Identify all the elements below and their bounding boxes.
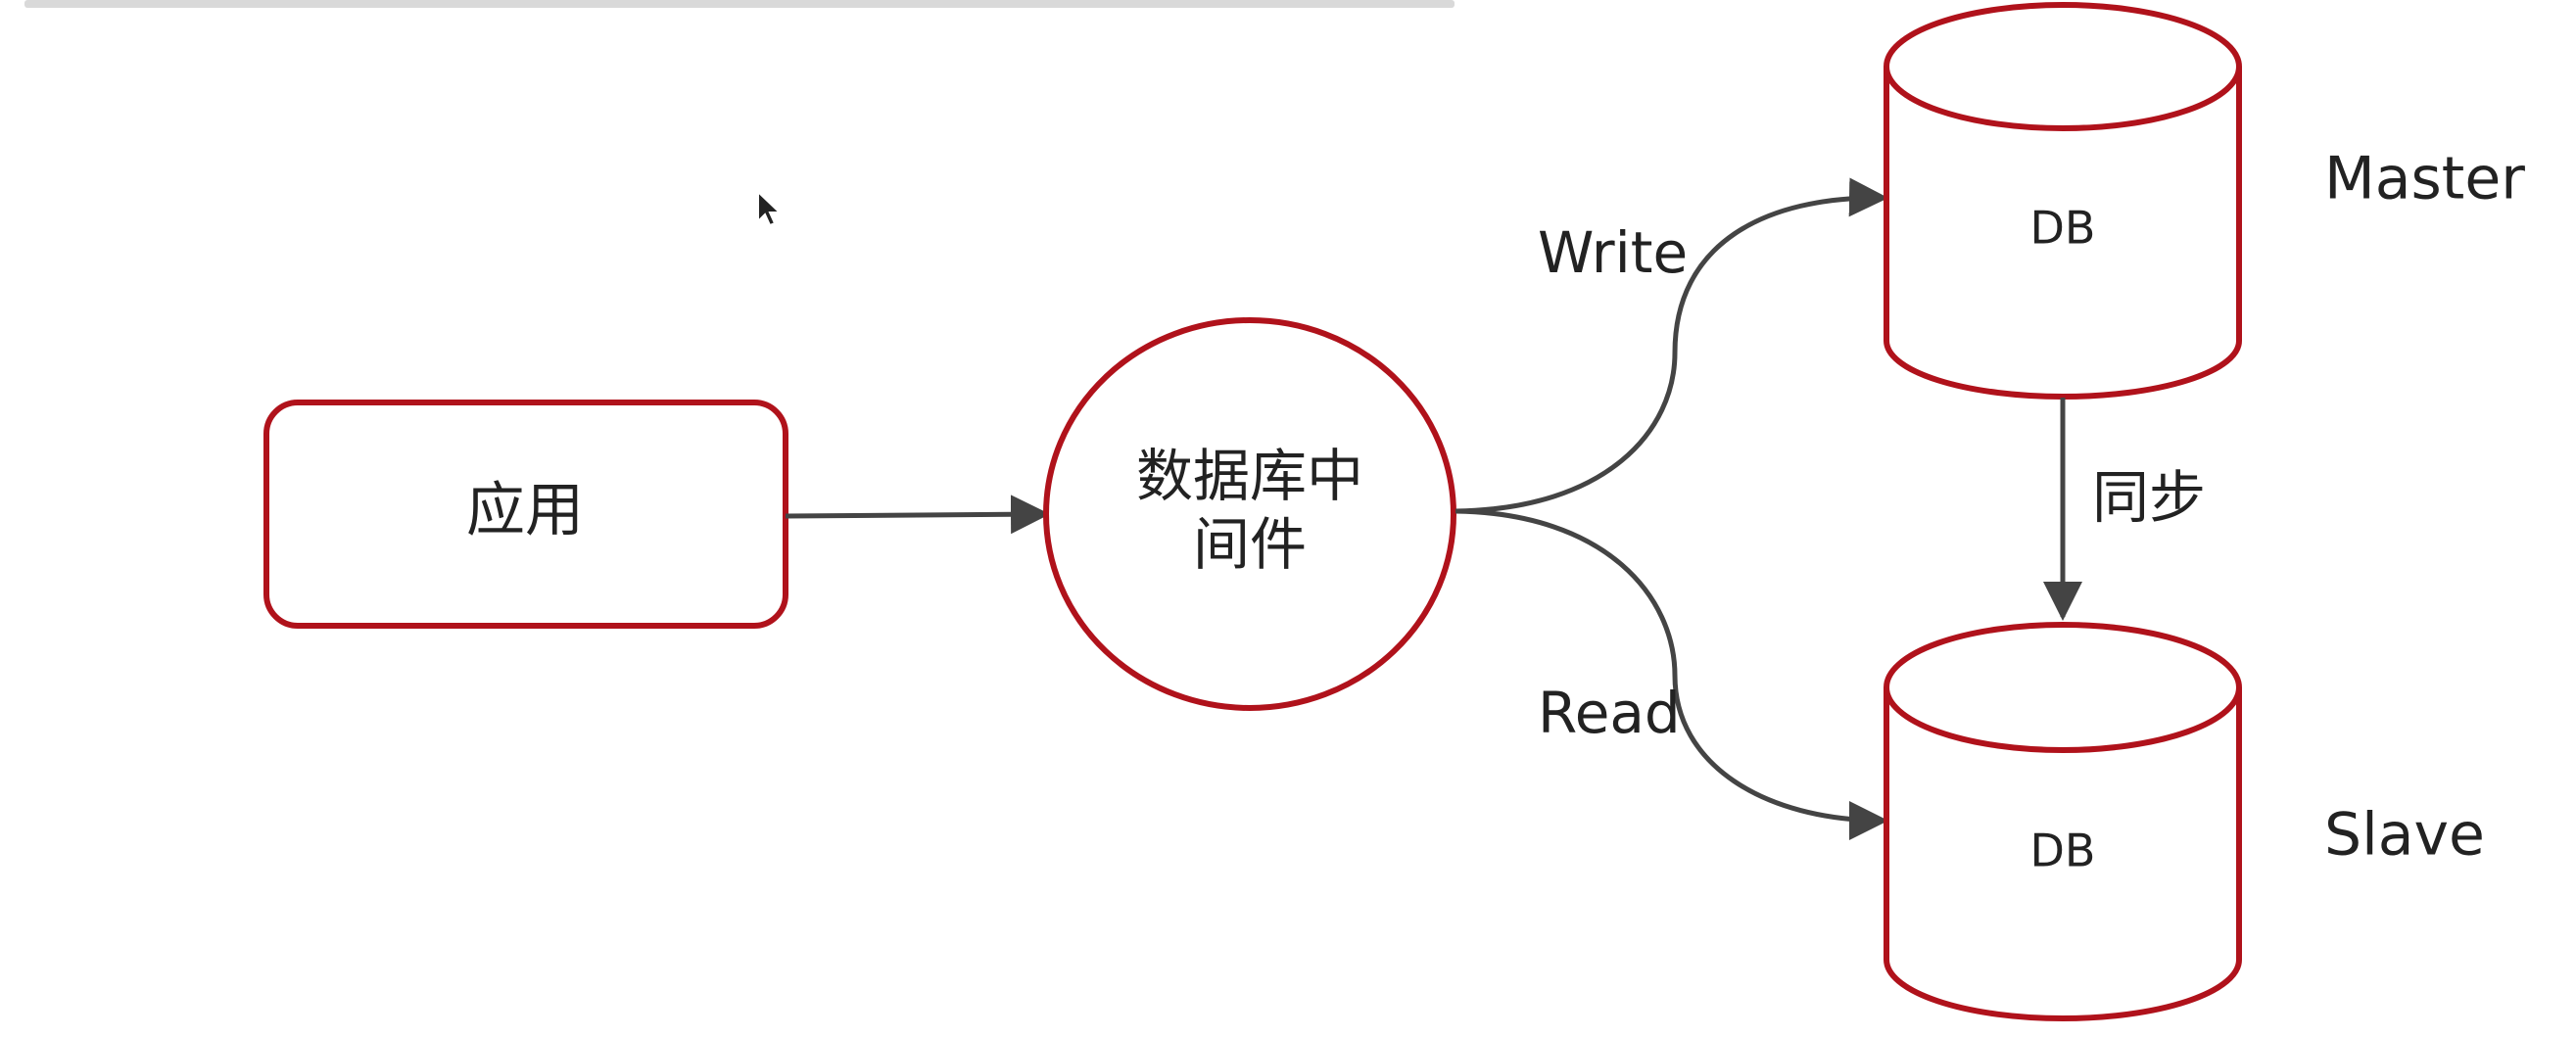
read-arrow <box>1455 508 1888 840</box>
write-label: Write <box>1538 219 1688 286</box>
middleware-node: 数据库中 间件 <box>1043 317 1456 711</box>
slave-role-label: Slave <box>2324 801 2485 870</box>
master-db-label: DB <box>2030 202 2096 255</box>
sync-label: 同步 <box>2092 464 2206 531</box>
middleware-node-label-line1: 数据库中 <box>1136 443 1363 509</box>
app-node-label: 应用 <box>466 477 584 545</box>
app-node: 应用 <box>263 400 788 629</box>
middleware-node-label-line2: 间件 <box>1193 511 1307 578</box>
master-db-top <box>1884 2 2242 131</box>
read-label: Read <box>1538 680 1681 746</box>
middleware-node-circle <box>1043 317 1456 711</box>
cropped-header-text <box>24 0 1455 8</box>
arrow-app-to-middleware <box>785 495 1050 535</box>
slave-db-body <box>1884 687 2242 1021</box>
master-db-cylinder: DB <box>1884 2 2242 400</box>
slave-db-cylinder: DB <box>1884 622 2242 1021</box>
master-db-body <box>1884 67 2242 400</box>
slave-db-top <box>1884 622 2242 753</box>
slave-db-label: DB <box>2030 825 2096 877</box>
master-role-label: Master <box>2324 145 2525 213</box>
mouse-cursor-icon <box>757 189 783 227</box>
write-arrow <box>1455 177 1888 514</box>
